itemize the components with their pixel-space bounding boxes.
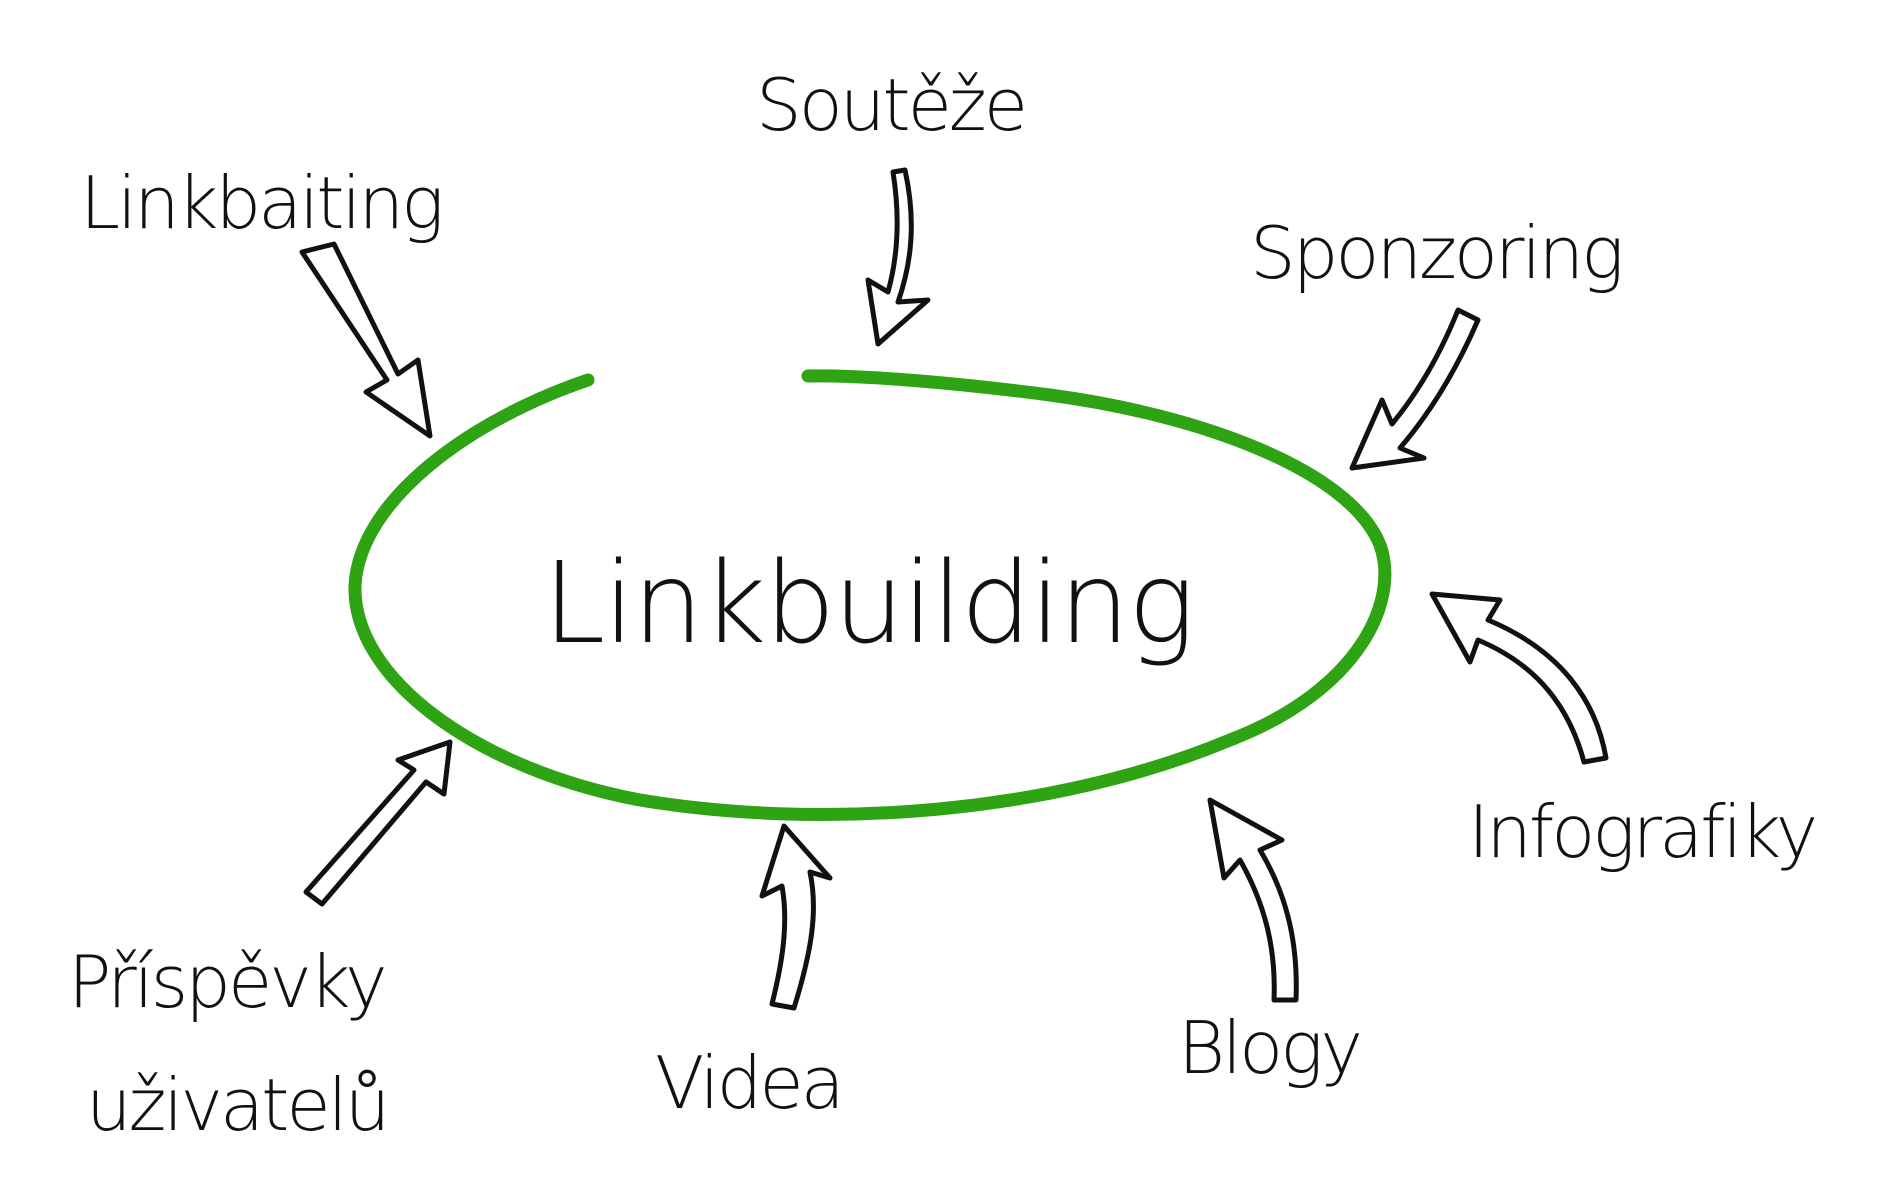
node-label-infografiky: Infografiky bbox=[1468, 790, 1815, 874]
node-label-videa: Videa bbox=[655, 1041, 842, 1125]
node-label-prispevky-line1: Příspěvky bbox=[68, 940, 385, 1024]
node-label-souteze: Soutěže bbox=[756, 63, 1025, 147]
arrow-blogy bbox=[1207, 797, 1299, 1003]
node-label-sponzoring: Sponzoring bbox=[1250, 211, 1621, 295]
arrow-videa bbox=[759, 823, 833, 1011]
arrow-souteze bbox=[865, 167, 931, 347]
node-label-linkbaiting: Linkbaiting bbox=[80, 161, 441, 245]
center-ellipse bbox=[348, 369, 1392, 821]
node-label-prispevky-line2: uživatelů bbox=[86, 1063, 387, 1147]
arrow-prispevky bbox=[303, 739, 453, 907]
arrow-sponzoring bbox=[1349, 307, 1481, 471]
arrow-infografiky bbox=[1429, 591, 1609, 765]
node-label-blogy: Blogy bbox=[1178, 1006, 1360, 1090]
arrow-linkbaiting bbox=[299, 241, 433, 439]
center-title: Linkbuilding bbox=[543, 539, 1193, 669]
